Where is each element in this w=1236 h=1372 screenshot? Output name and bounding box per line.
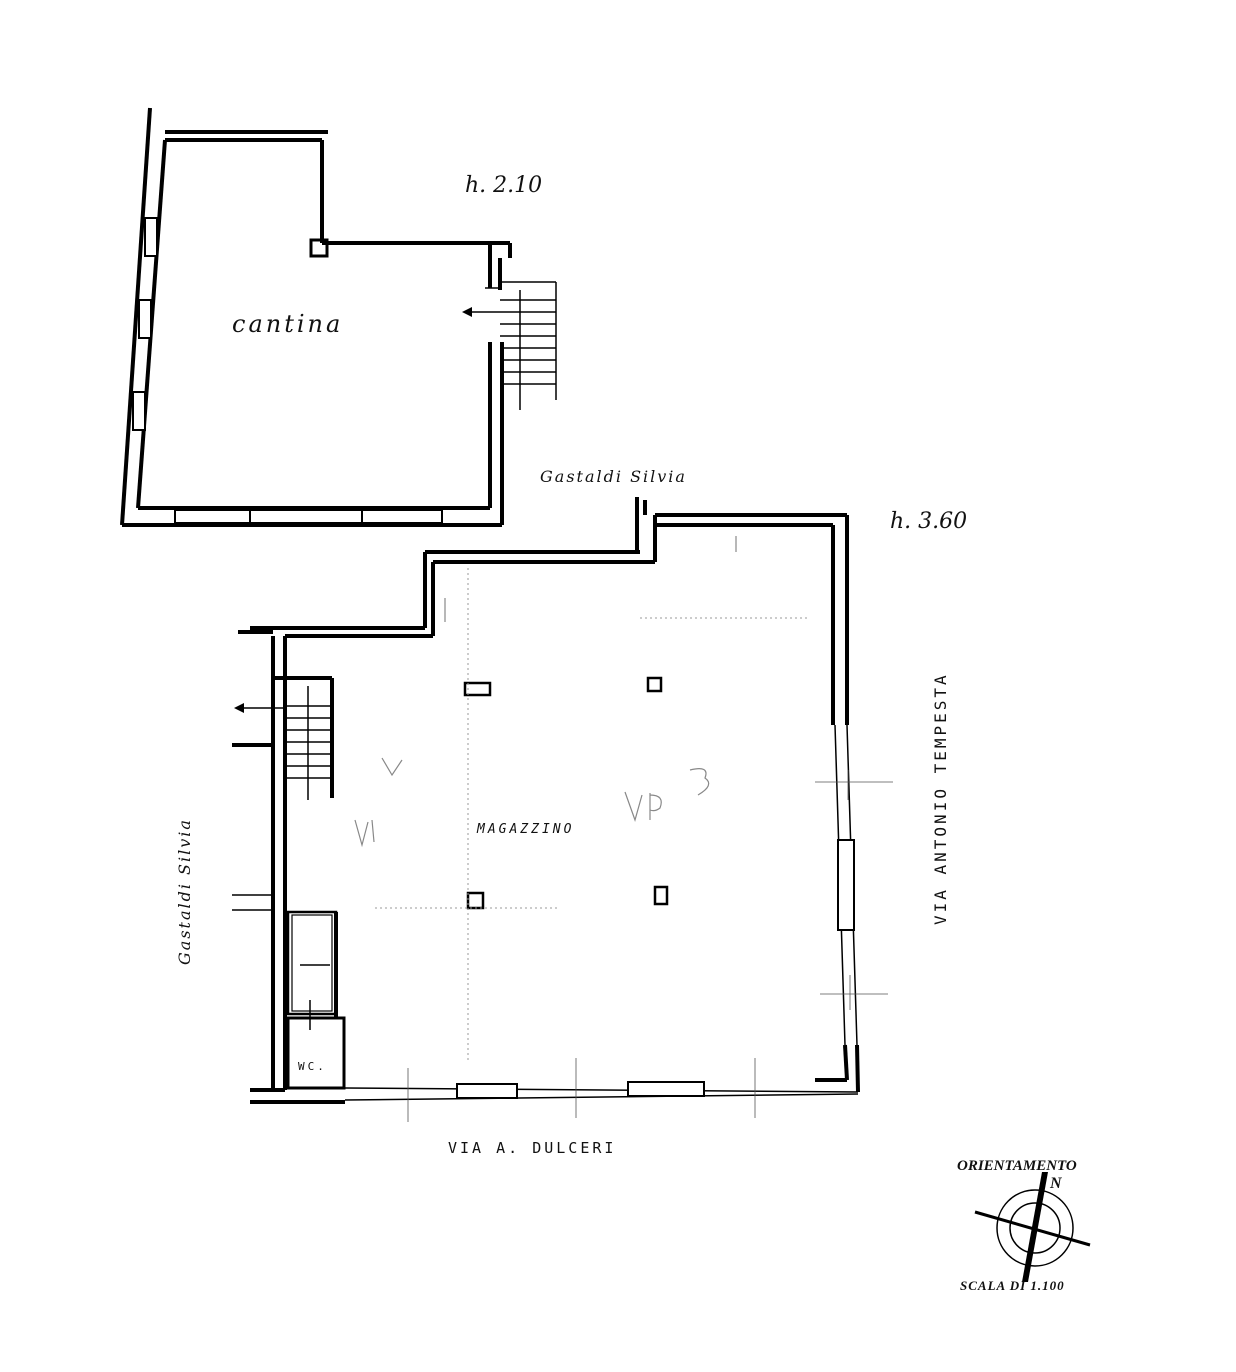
warehouse-label: MAGAZZINO <box>476 822 574 837</box>
cellar-window-bottom-3 <box>361 509 443 524</box>
warehouse-stair-arrow-head <box>234 703 244 713</box>
pencil-scribble-mark <box>381 757 403 777</box>
warehouse-pillars <box>463 676 669 910</box>
warehouse-bottom-inner <box>344 1093 859 1101</box>
compass-outer-ring <box>996 1189 1074 1267</box>
cellar-window-2 <box>138 299 152 339</box>
height-warehouse-label: h. 3.60 <box>890 509 967 534</box>
warehouse-windows <box>407 770 893 1122</box>
pencil-scribble-v <box>354 819 375 848</box>
cellar-stair <box>462 281 557 410</box>
scale-label: SCALA DI 1.100 <box>960 1278 1065 1293</box>
street-bottom-label: VIA A. DULCERI <box>448 1139 616 1157</box>
pillar-1 <box>463 681 492 697</box>
compass-north-needle <box>1022 1172 1048 1282</box>
pillar-2 <box>646 676 663 693</box>
wc-room <box>286 1016 346 1090</box>
north-label: N <box>1049 1175 1063 1192</box>
window-right <box>837 839 855 931</box>
orientation-label: ORIENTAMENTO <box>957 1158 1077 1174</box>
cellar-windows <box>132 217 443 524</box>
pillar-4 <box>653 885 669 906</box>
neighbor-left-label: Gastaldi Silvia <box>175 818 194 965</box>
cellar-window-bottom-2 <box>249 509 363 524</box>
cellar-left-wall-outer <box>120 107 152 526</box>
cellar-label: cantina <box>232 310 343 338</box>
height-cellar-label: h. 2.10 <box>465 173 542 198</box>
warehouse-bottom-outer <box>344 1087 859 1093</box>
street-right-label: VIA ANTONIO TEMPESTA <box>931 672 950 925</box>
cellar-window-bottom-1 <box>174 509 251 524</box>
compass-inner-ring <box>1009 1202 1061 1254</box>
warehouse-stair <box>232 676 334 800</box>
cellar-window-1 <box>144 217 158 257</box>
cellar-window-3 <box>132 391 146 431</box>
pencil-scribble-3 <box>689 768 710 796</box>
left-stubs <box>232 894 273 911</box>
cellar-stair-arrow-head <box>462 307 472 317</box>
neighbor-top-label: Gastaldi Silvia <box>540 467 687 486</box>
window-bottom-2 <box>627 1081 705 1097</box>
pillar-3 <box>466 891 485 910</box>
faint-guides <box>354 536 810 1060</box>
wc-label: WC. <box>298 1060 327 1073</box>
cellar-pillar <box>309 238 329 258</box>
compass: ORIENTAMENTO N SCALA DI 1.100 <box>957 1158 1091 1293</box>
wc-block <box>286 910 346 1090</box>
pencil-scribble-vp <box>624 791 662 822</box>
window-bottom-1 <box>456 1083 518 1099</box>
